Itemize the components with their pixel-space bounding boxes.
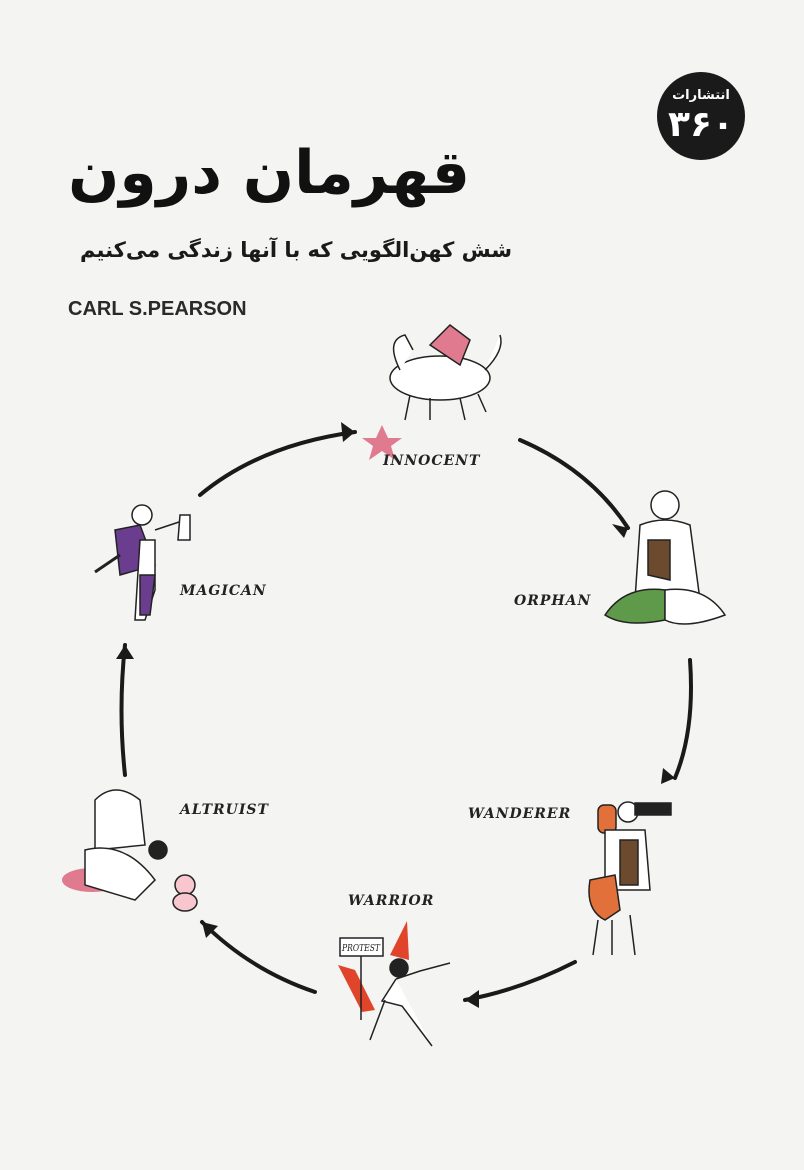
orphan-figure <box>603 490 727 625</box>
label-innocent: INNOCENT <box>383 453 481 469</box>
arrowhead-icon <box>661 768 675 784</box>
arrow-magican-innocent <box>198 430 357 497</box>
label-magican: MAGICAN <box>180 583 267 599</box>
altruist-figure <box>62 789 198 912</box>
label-warrior: WARRIOR <box>348 893 435 909</box>
warrior-figure: PROTEST <box>338 921 451 1047</box>
arrowhead-icon <box>465 990 479 1008</box>
label-orphan: ORPHAN <box>514 593 592 609</box>
publisher-number: ۳۶۰ <box>668 104 736 145</box>
book-subtitle: شش کهن‌الگویی که با آنها زندگی می‌کنیم <box>80 238 512 262</box>
arrowhead-icon <box>202 922 218 938</box>
arrow-wanderer-warrior <box>463 960 577 1002</box>
publisher-logo: انتشارات ۳۶۰ <box>657 72 745 160</box>
warrior-head <box>389 958 409 978</box>
publisher-label: انتشارات <box>672 88 730 103</box>
label-wanderer: WANDERER <box>468 806 572 822</box>
protest-sign <box>339 937 384 957</box>
book-title: قهرمان درون <box>68 138 470 208</box>
arrow-warrior-altruist <box>200 920 317 994</box>
label-altruist: ALTRUIST <box>180 802 269 818</box>
arrow-orphan-wanderer <box>673 658 693 780</box>
innocent-figure <box>362 324 502 460</box>
arrowhead-icon <box>116 645 134 659</box>
magician-figure <box>94 504 191 621</box>
sign-text: PROTEST <box>341 944 381 954</box>
arrow-innocent-orphan <box>518 438 630 530</box>
arrowhead-icon <box>612 524 628 538</box>
arrow-altruist-magican <box>119 643 127 777</box>
star-icon <box>362 425 402 460</box>
wanderer-figure <box>588 801 672 956</box>
author-name: CARL S.PEARSON <box>68 298 247 320</box>
arrowhead-icon <box>341 422 355 442</box>
